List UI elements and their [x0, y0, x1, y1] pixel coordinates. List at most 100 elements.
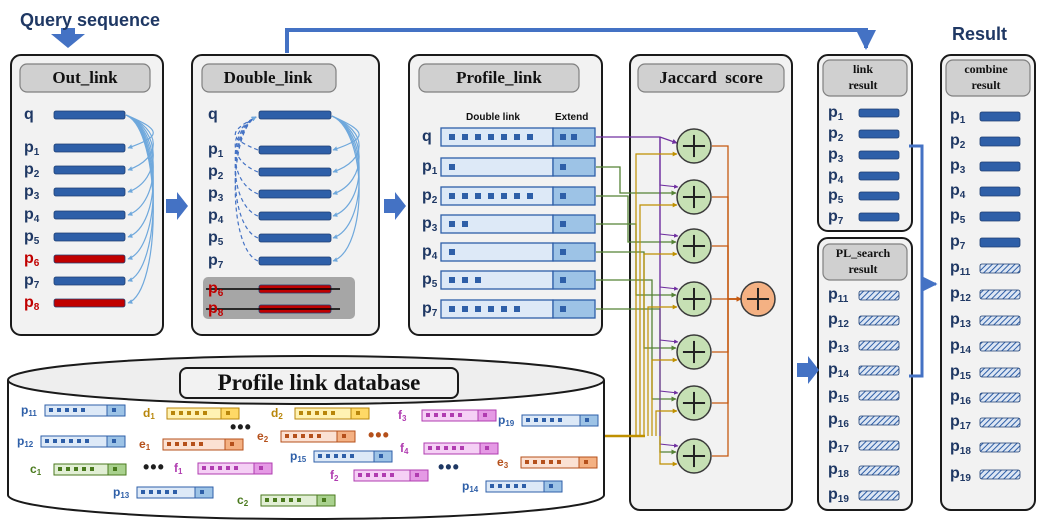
- database-item-dot: [525, 460, 529, 464]
- database-item-ext-dot: [549, 484, 553, 488]
- database-item-dot: [533, 460, 537, 464]
- database-to-jaccard: [639, 202, 678, 436]
- pl-search-label: p16: [828, 411, 849, 431]
- pl-search-bar: [858, 390, 900, 401]
- database-item-ext-dot: [584, 460, 588, 464]
- double-link-bar: [258, 167, 332, 177]
- combine-label: p5: [950, 207, 966, 227]
- double-link-label: q: [208, 106, 218, 123]
- profile-link-dot: [449, 221, 455, 227]
- database-item-dot: [542, 418, 546, 422]
- arrow-bypass-to-link-result: [285, 28, 876, 53]
- profile-link-dot: [462, 306, 468, 312]
- profile-link-dot: [501, 306, 507, 312]
- out-link-label: p2: [24, 161, 40, 181]
- database-to-jaccard: [647, 304, 678, 436]
- database-item-dot: [442, 413, 446, 417]
- pl-search-bar: [858, 490, 900, 501]
- database-ellipsis: •••: [438, 457, 460, 477]
- database-item-ext-dot: [259, 466, 263, 470]
- database-item-label: e3: [497, 455, 509, 470]
- out-link-label: p7: [24, 272, 40, 292]
- panel-link-result: [817, 54, 913, 232]
- database-item-dot: [315, 411, 319, 415]
- database-item-ext-dot: [226, 411, 230, 415]
- double-link-bar: [258, 189, 332, 199]
- arrow-jaccard-to-results: [797, 356, 819, 384]
- database-ellipsis: •••: [368, 425, 390, 445]
- database-item-dot: [195, 411, 199, 415]
- database-item-label: p19: [498, 413, 515, 428]
- bracket-merge: [909, 144, 924, 378]
- link-result-bar: [858, 150, 900, 160]
- profile-double-link-box: [440, 127, 554, 147]
- database-item-dot: [69, 439, 73, 443]
- double-link-arc-in: [234, 116, 259, 262]
- database-item-dot: [49, 408, 53, 412]
- database-item-dot: [183, 442, 187, 446]
- database-item-dot: [273, 498, 277, 502]
- database-item-dot: [202, 466, 206, 470]
- jaccard-plus: [676, 334, 712, 370]
- profile-link-label: p2: [422, 187, 438, 207]
- combine-label: p11: [950, 259, 971, 279]
- database-item-dot: [366, 473, 370, 477]
- link-result-label: p4: [828, 167, 844, 187]
- database-item-dot: [444, 446, 448, 450]
- double-link-bar: [258, 110, 332, 120]
- arrow-out-to-double: [166, 192, 188, 220]
- profile-link-dot: [449, 249, 455, 255]
- pl-search-label: p11: [828, 286, 849, 306]
- out-link-bar: [53, 210, 126, 220]
- profile-to-jaccard: [596, 166, 677, 196]
- tab-link-result: [822, 59, 908, 97]
- database-item-dot: [506, 484, 510, 488]
- profile-extend-dot: [571, 134, 577, 140]
- profile-extend-dot: [560, 249, 566, 255]
- profile-to-jaccard: [596, 279, 677, 402]
- profile-link-dot: [475, 193, 481, 199]
- double-link-bar: [258, 256, 332, 266]
- database-item-ext-dot: [230, 442, 234, 446]
- panel-title-double-link: Double_link: [223, 68, 313, 87]
- database-item-dot: [45, 439, 49, 443]
- database-to-jaccard: [651, 357, 678, 436]
- database-item-dot: [58, 467, 62, 471]
- database-item-label: p13: [113, 485, 130, 500]
- database-item-label: c2: [237, 493, 249, 508]
- double-link-arc-out: [331, 115, 360, 262]
- tab-combine: [945, 59, 1031, 97]
- database-item-dot: [226, 466, 230, 470]
- profile-double-link-box: [440, 242, 554, 262]
- database-item-dot: [203, 411, 207, 415]
- database-item-dot: [90, 467, 94, 471]
- database-item-dot: [65, 408, 69, 412]
- database-to-jaccard: [635, 151, 678, 436]
- database-item-dot: [549, 460, 553, 464]
- profile-extend-box: [552, 157, 596, 177]
- database-item-dot: [498, 484, 502, 488]
- profile-link-dot: [462, 193, 468, 199]
- profile-double-link-box: [440, 299, 554, 319]
- database-item-label: e1: [139, 437, 151, 452]
- profile-link-dot: [449, 277, 455, 283]
- combine-bar-search: [979, 417, 1021, 428]
- database-item-dot: [331, 411, 335, 415]
- double-link-label: p8: [208, 300, 224, 320]
- double-link-arc-in: [234, 116, 259, 195]
- database-item-dot: [326, 454, 330, 458]
- database-item-dot: [550, 418, 554, 422]
- combine-bar-search: [979, 442, 1021, 453]
- profile-extend-dot: [560, 134, 566, 140]
- out-link-bar: [53, 232, 126, 242]
- double-link-bar: [258, 233, 332, 243]
- out-link-bar: [53, 276, 126, 286]
- database-item-dot: [317, 434, 321, 438]
- database-item-dot: [390, 473, 394, 477]
- database-item-dot: [66, 467, 70, 471]
- header-extend: Extend: [555, 112, 589, 123]
- double-link-arc-in: [234, 116, 259, 151]
- out-link-label: p8: [24, 294, 40, 314]
- database-item-label: e2: [257, 429, 269, 444]
- profile-link-dot: [449, 193, 455, 199]
